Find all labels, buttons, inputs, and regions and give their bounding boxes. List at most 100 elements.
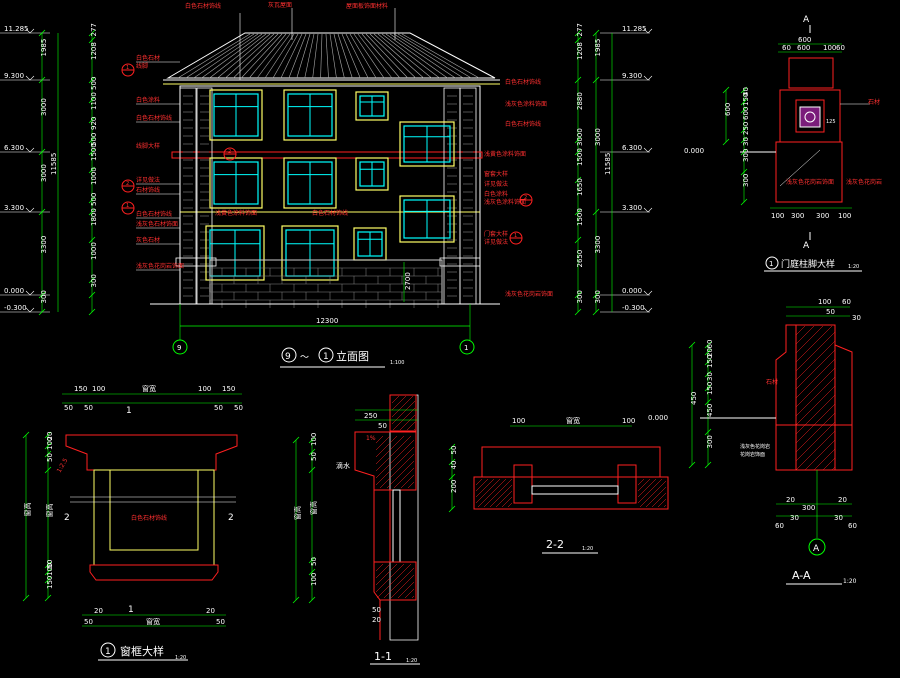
hatch-line: [637, 478, 651, 492]
elevation-title: 立面图: [336, 349, 369, 363]
dim-tick: [44, 594, 52, 602]
pillar-title: 门庭柱脚大样: [781, 258, 835, 270]
dim-tick: [44, 450, 52, 458]
roof-tile-line: [337, 33, 353, 79]
aa-bottom-dim: 60: [848, 522, 857, 530]
dim-text: 300: [706, 435, 714, 448]
hatch-line: [489, 484, 513, 508]
dim-tick: [722, 138, 730, 146]
level-mark: 3.300: [622, 204, 642, 212]
hatch-line: [795, 376, 836, 417]
hatch-line: [375, 563, 391, 579]
note-right: 白色涂料: [484, 190, 508, 198]
note-left: 白色石材饰线: [136, 210, 172, 218]
window-note: 白色石材饰线: [131, 514, 167, 522]
roof-tile-line: [201, 33, 263, 79]
window-bottom-dim: 50: [84, 618, 93, 626]
note-right: 门套大样: [484, 230, 508, 238]
note-left: 白色涂料: [136, 96, 160, 104]
dim-text: 200: [450, 480, 458, 493]
level-mark: 3.300: [4, 204, 24, 212]
title-tilde: ～: [300, 353, 309, 363]
roof-tile-line: [185, 33, 255, 79]
hatch-line: [637, 478, 645, 486]
pillar-core: [795, 99, 825, 133]
pillar-bolt: [804, 111, 816, 123]
dim-text: 150: [742, 93, 750, 106]
dim-text: 1208: [576, 42, 584, 60]
roof-tile-line: [177, 33, 251, 79]
hatch-line: [795, 394, 836, 435]
window-side-mark-left: 2: [64, 513, 70, 523]
window-top-dim2: 50: [84, 404, 93, 412]
hatch-line: [375, 439, 415, 479]
dim-tick: [44, 442, 52, 450]
dim-tick: [88, 36, 96, 44]
dim-text: 50: [46, 560, 54, 569]
dim-tick: [592, 29, 600, 37]
dim-tick: [308, 596, 316, 604]
hatch-line: [375, 435, 405, 465]
aa-bottom-dim: 30: [790, 514, 799, 522]
hatch-line: [391, 395, 400, 404]
window-top-dim: 150: [222, 385, 235, 393]
note-left: 线脚大样: [136, 142, 160, 150]
level-triangle: [25, 290, 35, 296]
roof-tile-line: [365, 33, 409, 79]
hatch-line: [663, 504, 667, 508]
dim-text: 窗高: [309, 501, 318, 515]
hatch-line: [375, 563, 384, 572]
dim-text: 2650: [576, 250, 584, 268]
dim-tick: [38, 208, 46, 216]
pillar-insert: [799, 106, 821, 128]
dim-text: 50: [310, 452, 318, 461]
dim-tick: [88, 276, 96, 284]
axis-bubble-right: [459, 339, 475, 355]
window-frame-detail: 白色石材饰线 1:2.5 2 2 1 1 150 100 窗宽 100 150 …: [22, 384, 243, 661]
note-top-2: 灰瓦屋面: [268, 1, 292, 9]
dim-text: 450: [706, 404, 714, 417]
window-trim: [283, 89, 337, 141]
dim-tick: [88, 148, 96, 156]
s11-bottom-dim: 20: [372, 616, 381, 624]
hatch-line: [795, 325, 833, 363]
dim-tick: [740, 148, 748, 156]
dim-tick: [574, 308, 582, 316]
note-right: 浅灰色涂料饰面: [505, 100, 547, 108]
pillar-note-2: 浅灰色花岗岩饰面: [786, 178, 834, 186]
pillar-top-dim: 600: [798, 36, 811, 44]
dim-text: 1000: [90, 167, 98, 185]
note-top-1: 白色石材饰线: [185, 2, 221, 10]
window-trim: [355, 157, 389, 191]
pillar-top-dim: 60: [782, 44, 791, 52]
window-scale: 1:20: [175, 655, 186, 661]
note-right: 浅灰色花岗岩饰面: [505, 290, 553, 298]
pillar-detail: A A 125 0.000 600 60 600 100 60 40150600…: [684, 15, 882, 272]
dim-text: 300: [594, 290, 602, 303]
aa-bottom-dim: 20: [786, 496, 795, 504]
note-left: 详见做法: [136, 176, 160, 184]
s11-note-slope: 1%: [366, 435, 376, 442]
dim-tick: [44, 561, 52, 569]
pillar-section-mark-top: A: [803, 15, 810, 25]
pillar-note-3: 浅灰色花岗岩: [846, 178, 882, 186]
pillar-top-dim: 60: [836, 44, 845, 52]
note-mid-2: 浅黄色涂料饰面: [215, 209, 257, 217]
dim-text: 500: [90, 193, 98, 206]
elevation-drawing: 白色石材饰线 灰瓦屋面 屋面板饰面材料 白色石材饰线 浅黄色涂料饰面 白色石材线…: [121, 1, 553, 368]
dim-tick: [740, 98, 748, 106]
dim-text: 40: [742, 87, 750, 96]
dim-tick: [740, 86, 748, 94]
roof-tile-line: [345, 33, 369, 79]
dim-tick: [88, 166, 96, 174]
hatch-line: [375, 563, 405, 593]
hatch-line: [375, 446, 415, 486]
aa-top-dim: 60: [842, 298, 851, 306]
level-triangle: [643, 147, 653, 153]
roof-tile-line: [193, 33, 259, 79]
level-mark: 6.300: [622, 144, 642, 152]
dim-tick: [38, 291, 46, 299]
hatch-line: [413, 428, 416, 431]
roof-tile-line: [296, 33, 311, 79]
